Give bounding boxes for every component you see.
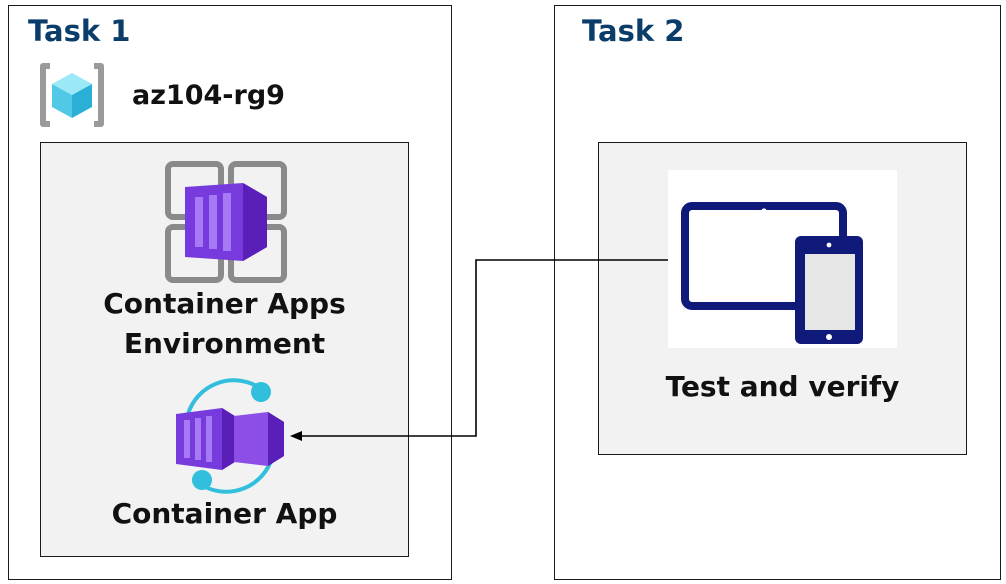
environment-label-line2: Environment <box>123 327 326 360</box>
task1-title: Task 1 <box>28 14 131 48</box>
task2-title: Task 2 <box>582 14 685 48</box>
resource-group-label: az104-rg9 <box>132 80 285 111</box>
container-app-icon <box>176 378 284 494</box>
environment-label-line1: Container Apps <box>103 287 346 320</box>
container-app-label: Container App <box>111 497 338 530</box>
test-verify-label: Test and verify <box>665 370 900 403</box>
device-icon <box>681 202 863 344</box>
container-apps-environment-icon <box>165 161 287 283</box>
resource-group-icon <box>40 63 104 127</box>
